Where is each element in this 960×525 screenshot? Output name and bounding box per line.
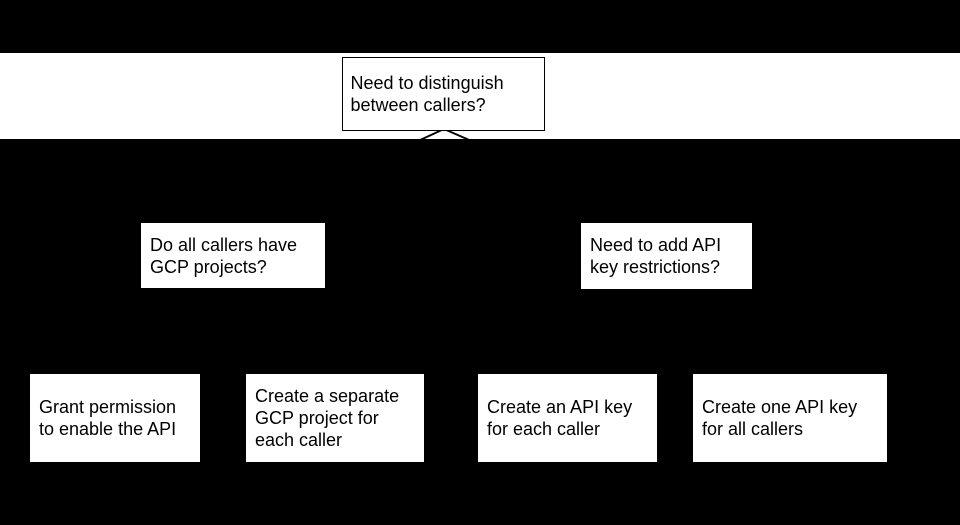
decision-node-label: Need to distinguish between callers? — [350, 73, 504, 115]
outcome-node-grant-permission: Grant permission to enable the API — [30, 374, 200, 462]
decision-node-gcp-projects: Do all callers have GCP projects? — [141, 223, 325, 288]
decision-node-label: Do all callers have GCP projects? — [150, 234, 298, 277]
decision-node-api-key-restrictions: Need to add API key restrictions? — [581, 223, 752, 289]
decision-node-distinguish-callers: Need to distinguish between callers? — [342, 57, 545, 131]
outcome-node-label: Grant permission to enable the API — [39, 397, 177, 439]
outcome-node-label: Create an API key for each caller — [487, 397, 633, 439]
outcome-node-api-key-each-caller: Create an API key for each caller — [478, 374, 657, 462]
outcome-node-label: Create a separate GCP project for each c… — [255, 386, 400, 450]
decision-node-label: Need to add API key restrictions? — [590, 235, 722, 277]
outcome-node-label: Create one API key for all callers — [702, 397, 858, 439]
outcome-node-separate-gcp-project: Create a separate GCP project for each c… — [246, 374, 424, 462]
outcome-node-one-api-key-all-callers: Create one API key for all callers — [693, 374, 887, 462]
